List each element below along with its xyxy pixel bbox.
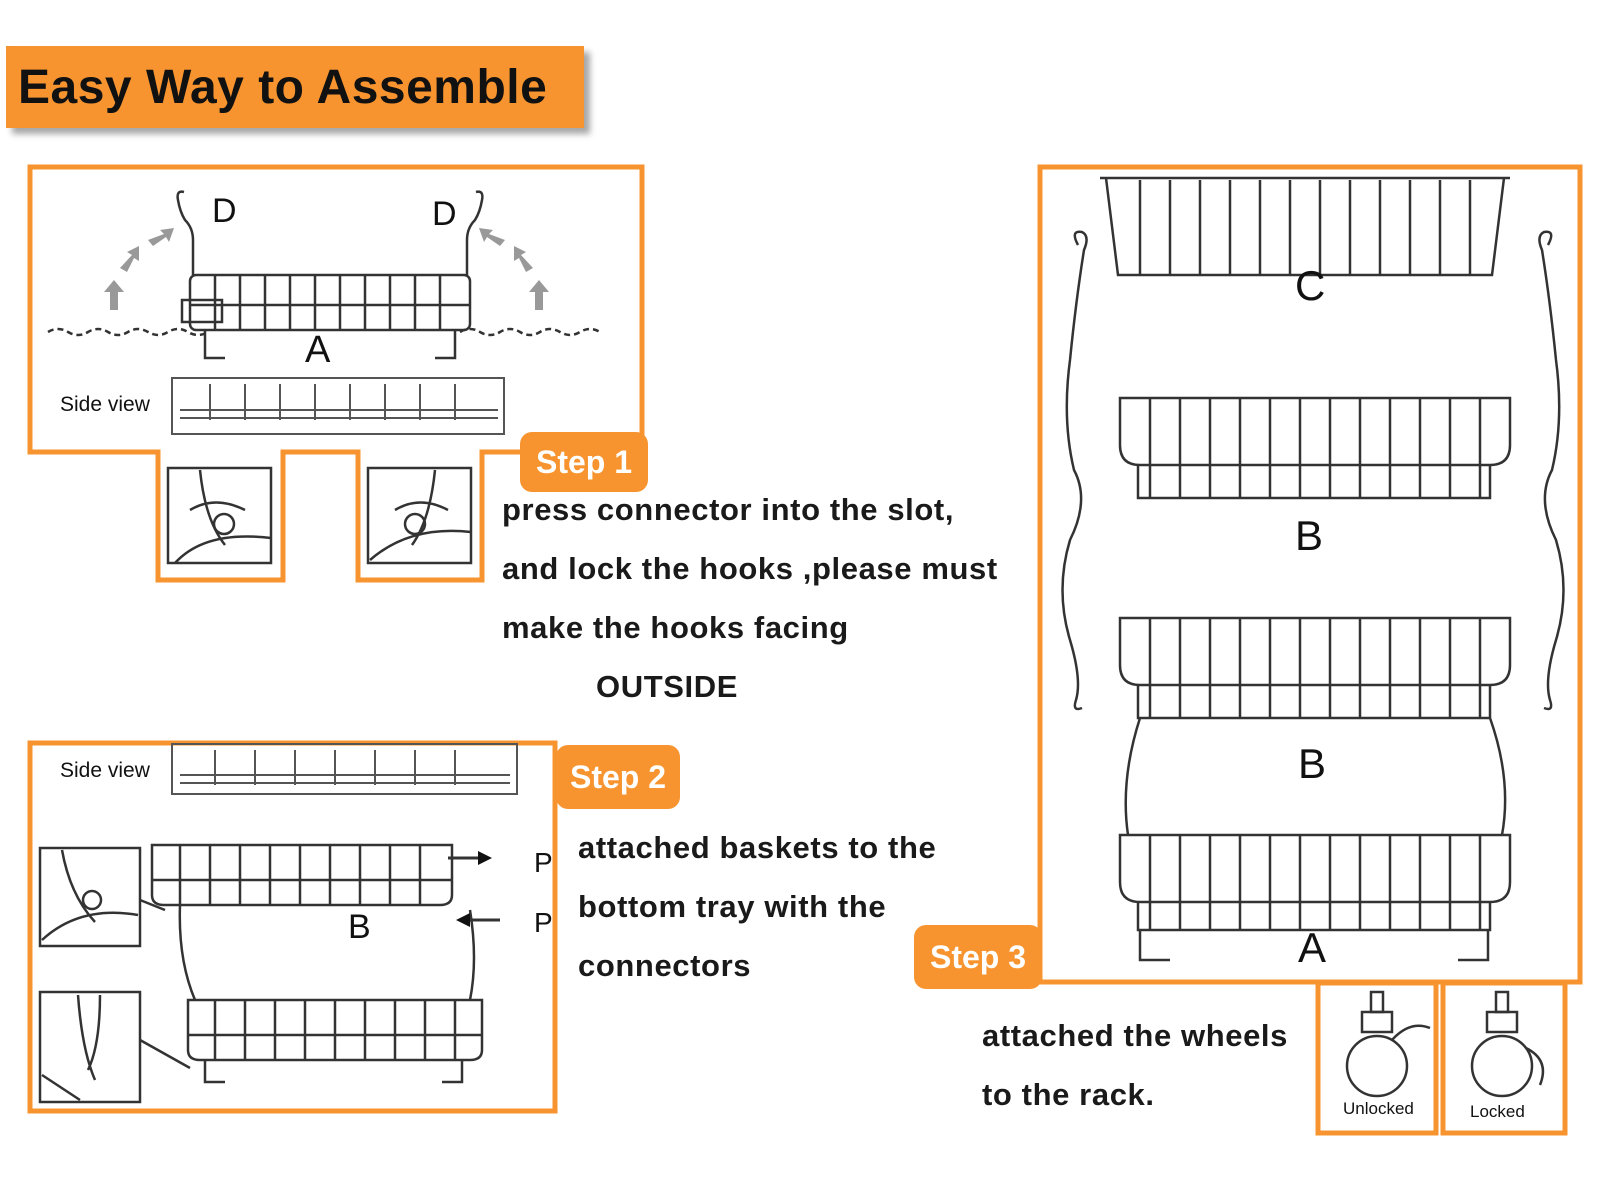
label-basket-b-step2: B (348, 908, 371, 946)
wheel-unlocked-icon (1345, 990, 1431, 1098)
label-hook-left: D (212, 192, 237, 230)
label-basket-c: C (1295, 262, 1325, 309)
step1-zoom-details (166, 466, 473, 565)
step2-frame (27, 740, 558, 1114)
step2-badge: Step 2 (556, 745, 680, 809)
step1-badge: Step 1 (520, 432, 648, 492)
step3-frame (1037, 164, 1583, 985)
step1-line-3: make the hooks facing (502, 610, 849, 645)
rotate-arrows (104, 228, 549, 310)
label-tray-a-step1: A (305, 329, 331, 371)
step1-drawing (47, 190, 601, 360)
label-basket-b1: B (1295, 512, 1323, 559)
label-wheel-unlocked: Unlocked (1343, 1099, 1414, 1118)
label-basket-b2: B (1298, 740, 1326, 787)
label-wheel-locked: Locked (1470, 1102, 1525, 1121)
step1-line-4: OUTSIDE (596, 669, 738, 704)
label-side-view-step2: Side view (60, 759, 151, 782)
label-p-bottom: P (534, 907, 553, 938)
step3-line-2: to the rack. (982, 1077, 1155, 1112)
page-title: Easy Way to Assemble (18, 60, 548, 114)
step2-arrowheads (456, 851, 492, 927)
step3-line-1: attached the wheels (982, 1018, 1288, 1053)
wheel-locked-frame (1440, 980, 1568, 1136)
wheel-locked-icon (1470, 990, 1545, 1098)
step2-drawing (38, 843, 500, 1104)
step1-line-2: and lock the hooks ,please must (502, 551, 998, 586)
step3-drawing (1061, 176, 1565, 962)
label-tray-a-step3: A (1298, 924, 1326, 971)
label-side-view-step1: Side view (60, 393, 151, 416)
label-hook-right: D (432, 195, 457, 233)
step2-line-1: attached baskets to the (578, 830, 937, 865)
step2-side-view (171, 743, 518, 795)
title-banner: Easy Way to Assemble (6, 46, 584, 128)
step2-line-2: bottom tray with the (578, 889, 887, 924)
wheel-unlocked-frame (1315, 980, 1439, 1136)
step3-badge: Step 3 (914, 925, 1042, 989)
label-p-top: P (534, 847, 553, 878)
step2-line-3: connectors (578, 948, 752, 983)
step1-line-1: press connector into the slot, (502, 492, 955, 527)
step1-side-view (171, 377, 505, 435)
